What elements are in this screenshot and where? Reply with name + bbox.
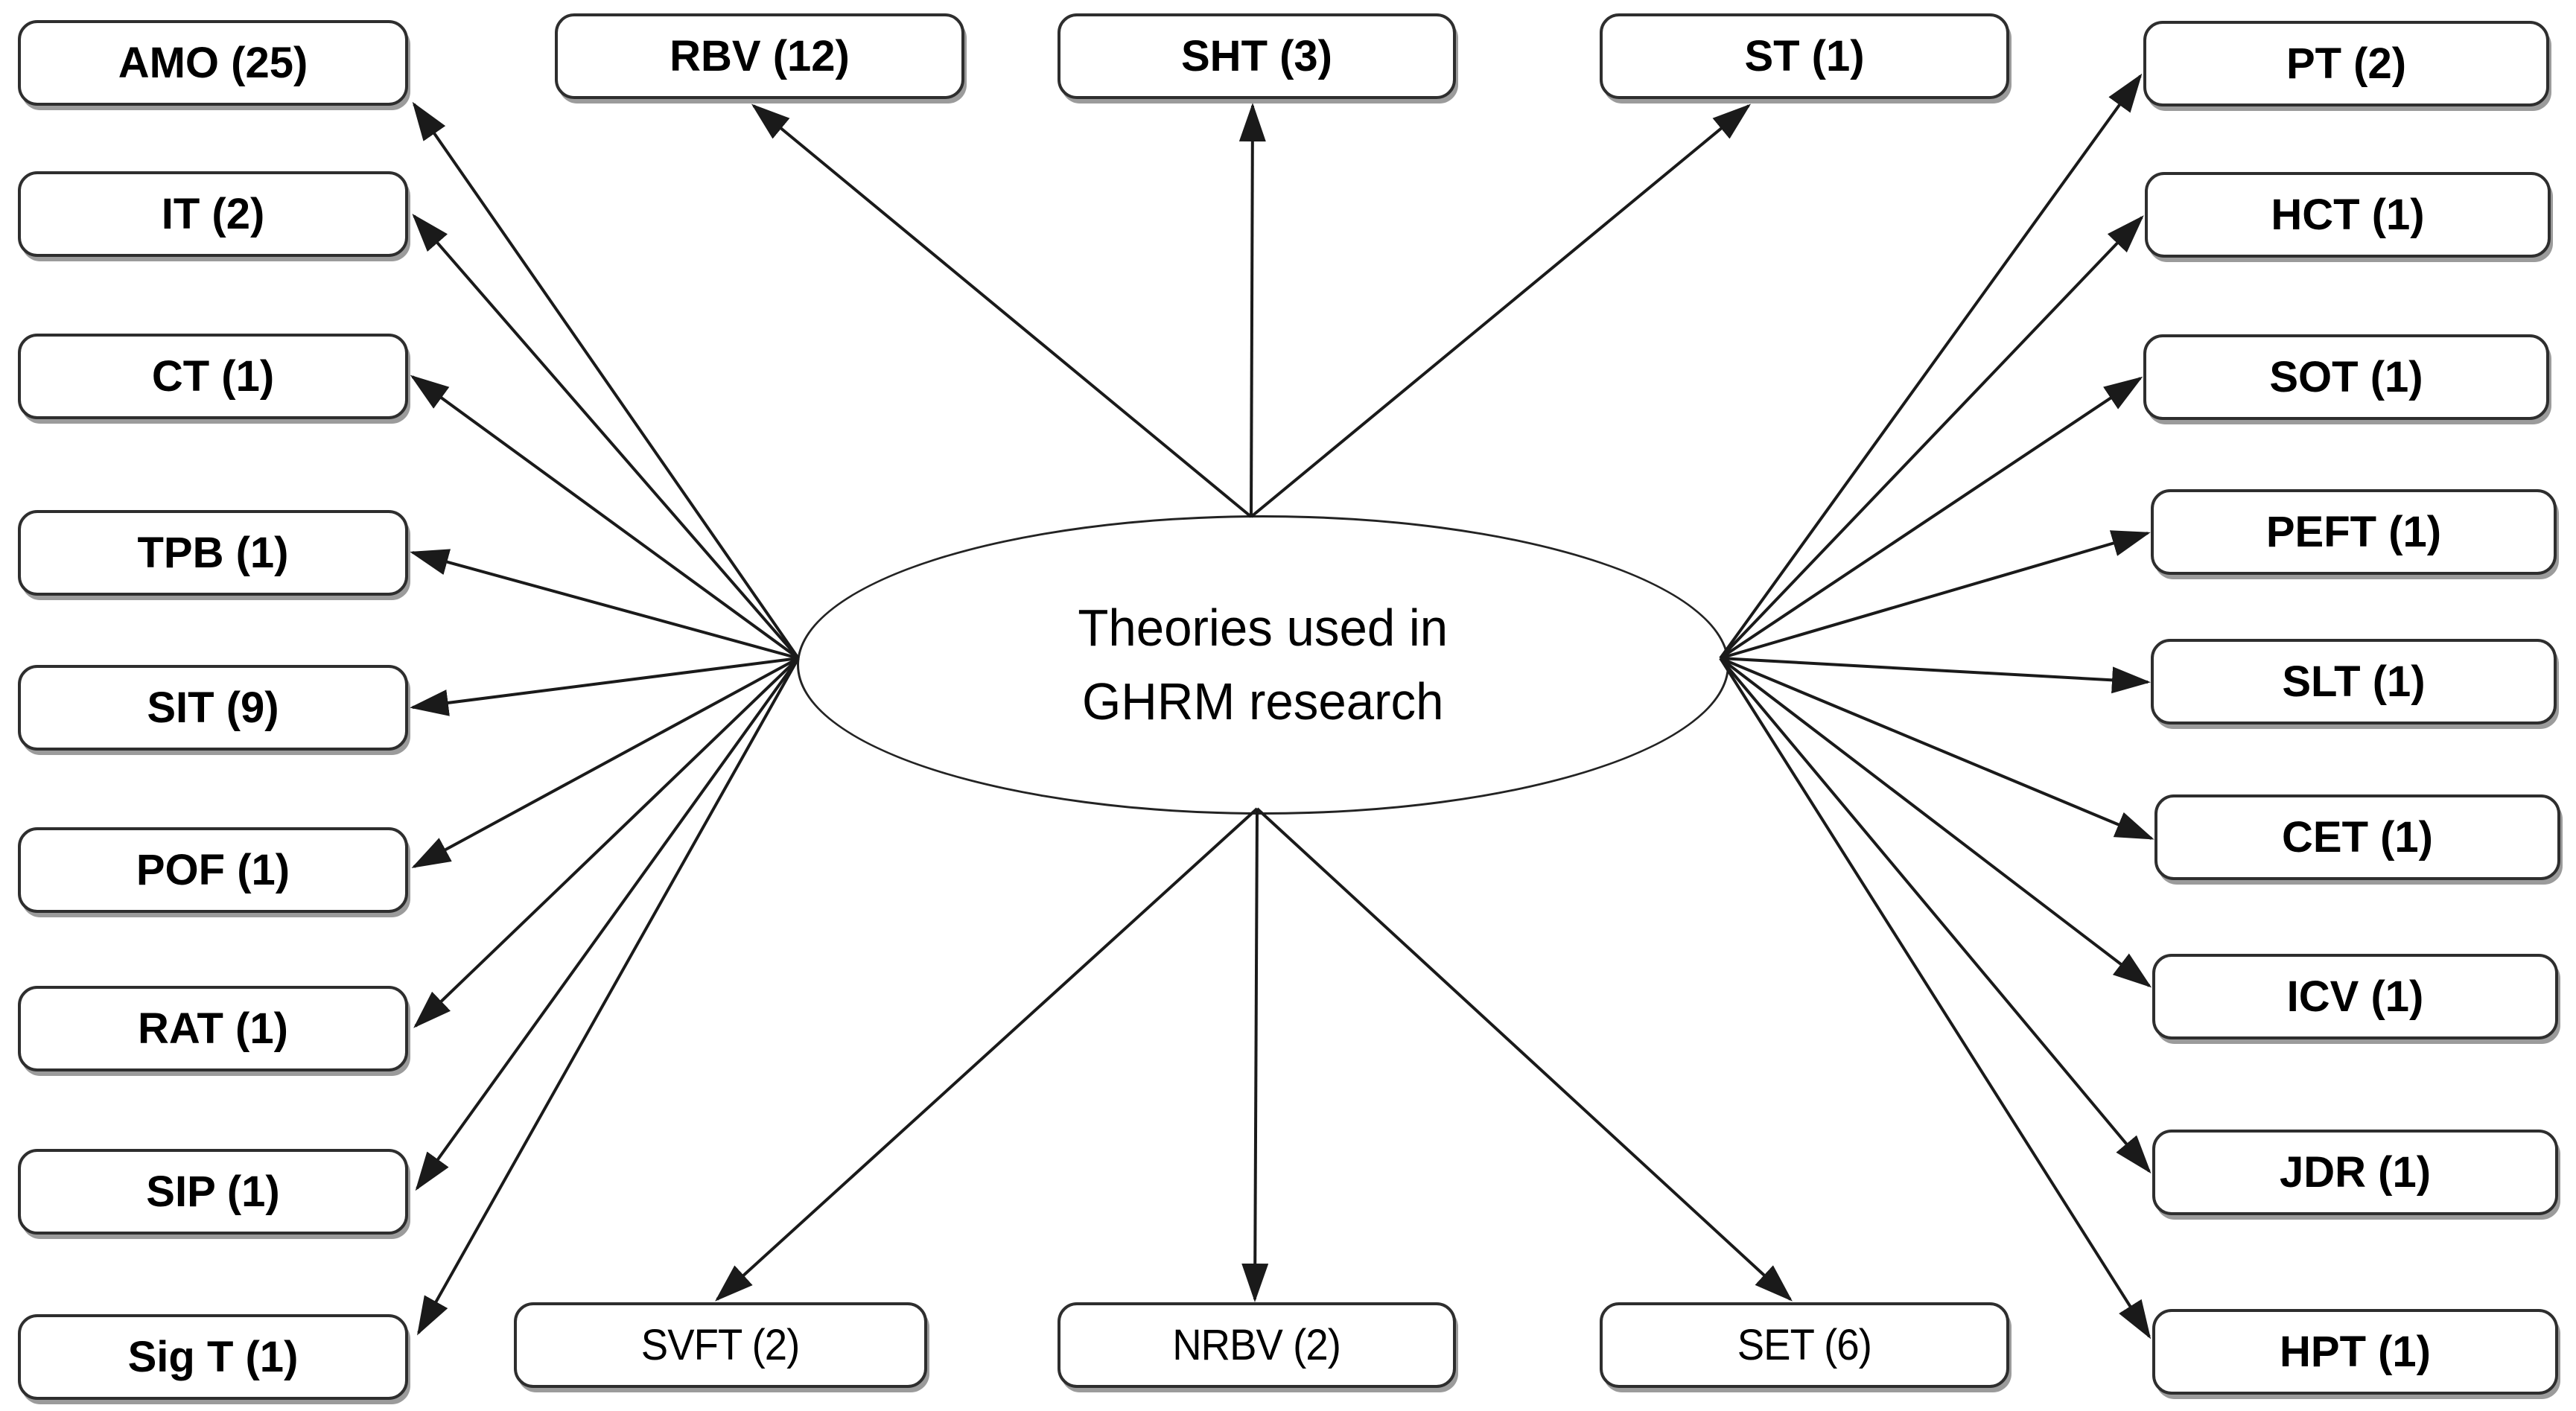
arrow-jdr (1719, 657, 2152, 1174)
node-sot: SOT (1) (2143, 334, 2549, 420)
node-rat-label: RAT (1) (138, 1004, 288, 1053)
arrow-set (1256, 807, 1793, 1302)
arrow-rat (413, 657, 800, 1028)
node-sip-label: SIP (1) (146, 1168, 280, 1216)
node-svft-label: SVFT (2) (641, 1321, 801, 1369)
node-hpt-label: HPT (1) (2280, 1328, 2431, 1376)
node-tpb-label: TPB (1) (137, 529, 289, 577)
node-st: ST (1) (1600, 13, 2009, 99)
node-sht-label: SHT (3) (1181, 32, 1332, 80)
node-jdr-label: JDR (1) (2279, 1148, 2432, 1197)
node-peft-label: PEFT (1) (2265, 508, 2442, 556)
node-sit: SIT (9) (18, 665, 408, 751)
node-slt: SLT (1) (2151, 639, 2557, 724)
node-rbv-label: RBV (12) (670, 32, 850, 80)
node-tpb: TPB (1) (18, 510, 408, 596)
node-cet: CET (1) (2154, 794, 2560, 880)
node-sot-label: SOT (1) (2269, 353, 2423, 401)
arrow-sht (1238, 103, 1266, 517)
arrow-hct (1719, 215, 2144, 660)
arrow-peft (1720, 530, 2151, 660)
node-pt-label: PT (2) (2286, 39, 2407, 88)
center-label-line2: GHRM research (1082, 672, 1444, 730)
node-slt-label: SLT (1) (2282, 657, 2426, 706)
center-label-line1: Theories used in (1078, 598, 1448, 657)
arrow-slt (1720, 657, 2151, 694)
node-sip: SIP (1) (18, 1149, 408, 1235)
node-svft: SVFT (2) (514, 1302, 927, 1388)
arrow-it (412, 213, 800, 660)
arrow-pof (411, 657, 799, 868)
arrow-sot (1719, 376, 2143, 660)
node-set-label: SET (6) (1737, 1321, 1872, 1369)
arrow-icv (1719, 657, 2152, 988)
arrow-rbv (751, 103, 1253, 518)
node-nrbv: NRBV (2) (1058, 1302, 1456, 1388)
node-icv-label: ICV (1) (2286, 972, 2424, 1021)
node-it-label: IT (2) (161, 190, 265, 238)
arrow-sig-t (417, 657, 800, 1336)
node-sig-t-label: Sig T (1) (127, 1333, 299, 1381)
arrow-tpb (410, 549, 799, 660)
arrow-pt (1719, 73, 2143, 660)
node-amo-label: AMO (25) (118, 39, 308, 87)
node-rbv: RBV (12) (555, 13, 964, 99)
node-icv: ICV (1) (2152, 954, 2558, 1039)
node-nrbv-label: NRBV (2) (1172, 1321, 1342, 1369)
arrow-nrbv (1241, 808, 1269, 1302)
node-pof-label: POF (1) (136, 846, 290, 894)
center-label: Theories used in GHRM research (1078, 591, 1448, 739)
node-pof: POF (1) (18, 827, 408, 913)
node-hpt: HPT (1) (2152, 1309, 2558, 1395)
arrow-sip (415, 657, 800, 1191)
arrow-hpt (1719, 657, 2152, 1340)
node-jdr: JDR (1) (2152, 1130, 2558, 1215)
node-hct: HCT (1) (2145, 172, 2551, 258)
node-hct-label: HCT (1) (2271, 191, 2425, 239)
node-peft: PEFT (1) (2151, 489, 2557, 575)
node-rat: RAT (1) (18, 986, 408, 1071)
node-sht: SHT (3) (1058, 13, 1456, 99)
node-it: IT (2) (18, 171, 408, 257)
node-sit-label: SIT (9) (147, 684, 279, 732)
arrow-sit (410, 657, 799, 716)
node-set: SET (6) (1600, 1302, 2009, 1388)
arrow-svft (715, 807, 1259, 1302)
arrow-cet (1720, 657, 2154, 840)
node-pt: PT (2) (2143, 21, 2549, 106)
node-ct-label: CT (1) (151, 352, 275, 401)
arrow-amo (412, 101, 800, 660)
arrow-st (1250, 103, 1752, 518)
arrow-ct (410, 375, 800, 660)
node-sig-t: Sig T (1) (18, 1314, 408, 1400)
node-cet-label: CET (1) (2282, 813, 2433, 861)
node-st-label: ST (1) (1744, 32, 1865, 80)
center-ellipse: Theories used in GHRM research (797, 515, 1729, 815)
node-amo: AMO (25) (18, 20, 408, 106)
node-ct: CT (1) (18, 334, 408, 419)
